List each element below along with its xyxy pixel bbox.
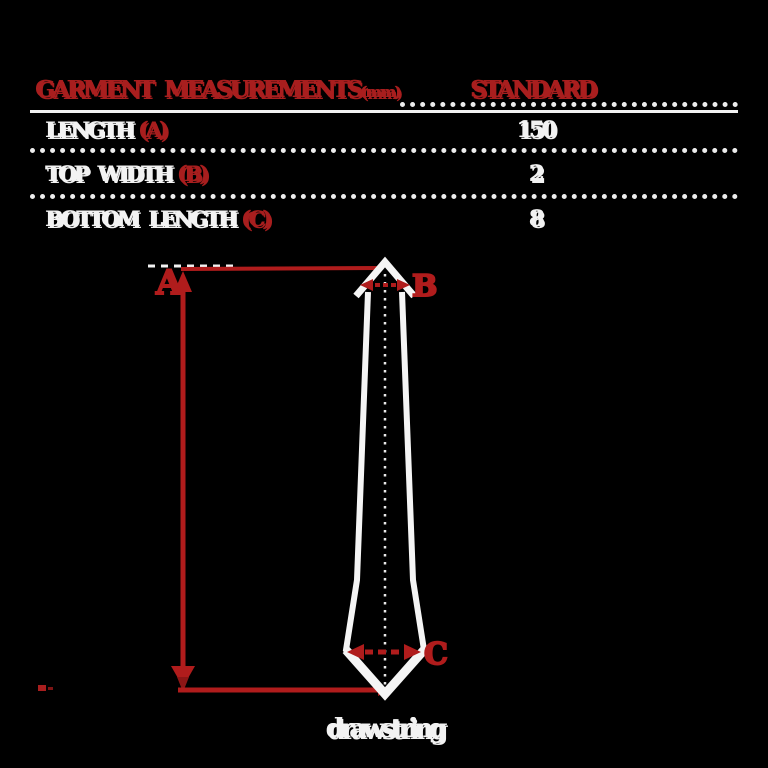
table-row: TOP WIDTH(B) 2: [0, 161, 768, 193]
col-header-standard: STANDARD: [470, 76, 597, 103]
col-header-garment-title: GARMENT MEASUREMENTS: [35, 76, 363, 103]
header-rule: [30, 110, 738, 113]
arrow-left-icon: [360, 279, 373, 291]
table-row: BOTTOM LENGTH(C) 8: [0, 206, 768, 238]
row-code: (A): [138, 117, 169, 142]
label-b: B: [412, 269, 437, 304]
arrow-down-glitch-icon: [177, 677, 189, 692]
arrow-up-icon: [174, 271, 192, 292]
row-code: (B): [176, 161, 209, 186]
glitch-artifact-dot: [38, 685, 53, 691]
row-label: LENGTH: [45, 117, 135, 142]
row-label: TOP WIDTH: [45, 161, 174, 186]
diagram-caption: drawstring: [325, 714, 447, 744]
table-row: LENGTH(A) 150: [0, 117, 768, 149]
col-header-garment-unit: (mm): [359, 83, 401, 101]
drawstring-right-edge: [383, 291, 428, 696]
col-header-garment: GARMENT MEASUREMENTS(mm): [35, 76, 401, 103]
arrow-right-icon: [397, 279, 410, 291]
row-value: 8: [528, 206, 544, 232]
row-code: (C): [240, 206, 272, 231]
arrow-left-icon: [347, 644, 364, 660]
row-label: BOTTOM LENGTH: [45, 206, 238, 231]
header-rule-dots: [400, 102, 738, 107]
arrow-down-icon: [171, 666, 195, 687]
arrow-right-icon: [404, 644, 421, 660]
row-value: 2: [528, 161, 544, 187]
drawstring-tip: [342, 647, 428, 701]
label-c: C: [424, 637, 448, 672]
top-extension-line: [180, 266, 379, 271]
row-divider: [30, 148, 738, 153]
row-value: 150: [516, 117, 556, 143]
label-a: A: [155, 263, 183, 303]
drawstring-left-edge: [342, 291, 387, 696]
row-divider: [30, 194, 738, 199]
